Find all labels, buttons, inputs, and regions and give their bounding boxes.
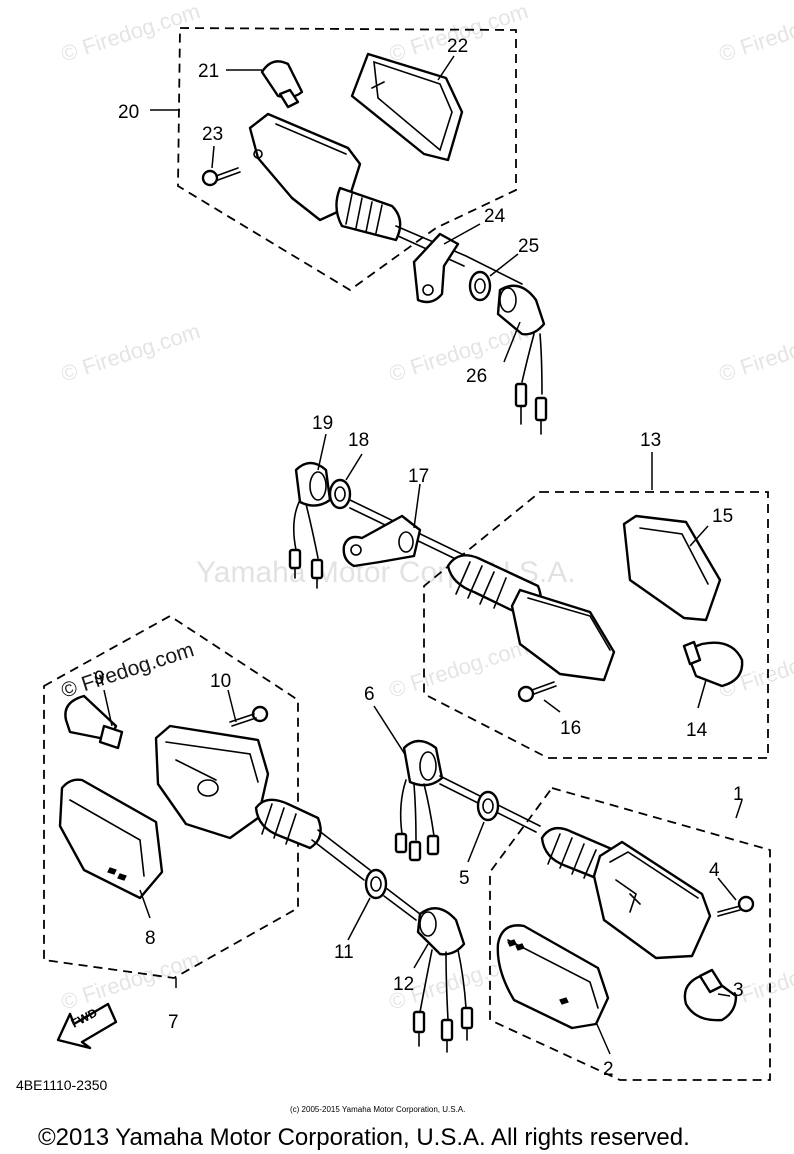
callout-10: 10 xyxy=(210,671,231,692)
screw-4 xyxy=(717,895,755,917)
callout-19: 19 xyxy=(312,413,333,434)
callout-20: 20 xyxy=(118,102,139,123)
housing-1 xyxy=(592,840,712,960)
lens-15 xyxy=(622,514,722,622)
leader-lines xyxy=(103,55,743,1055)
callout-4: 4 xyxy=(709,860,720,881)
callout-3: 3 xyxy=(733,980,744,1001)
bracket-17 xyxy=(342,514,422,568)
callout-8: 8 xyxy=(145,928,156,949)
watermark-text: © Firedog.com xyxy=(716,318,794,386)
callout-17: 17 xyxy=(408,466,429,487)
fwd-arrow-icon: FWD xyxy=(56,1002,118,1050)
watermark-text: © Firedog.com xyxy=(58,0,203,67)
callout-13: 13 xyxy=(640,430,661,451)
callout-14: 14 xyxy=(686,720,708,741)
stem-7 xyxy=(254,798,371,881)
callout-15: 15 xyxy=(712,506,733,527)
socket-26 xyxy=(496,284,546,336)
footer-copyright: ©2013 Yamaha Motor Corporation, U.S.A. A… xyxy=(38,1124,690,1151)
turn-signal-assembly-13 xyxy=(288,461,744,703)
grommet-25 xyxy=(468,270,492,302)
watermark-text: © Firedog.com xyxy=(58,638,196,703)
stem-20 xyxy=(335,186,523,285)
group-box-1 xyxy=(489,786,771,1081)
lens-8 xyxy=(58,778,164,900)
watermark-text: © Firedog.com xyxy=(716,0,794,67)
turn-signal-assembly-20 xyxy=(201,52,548,435)
grommet-11 xyxy=(364,868,421,921)
bulb-9 xyxy=(64,694,124,750)
lens-22 xyxy=(350,52,464,162)
callout-21: 21 xyxy=(198,61,219,82)
callout-12: 12 xyxy=(393,974,414,995)
callout-18: 18 xyxy=(348,430,369,451)
callout-24: 24 xyxy=(484,206,506,227)
callout-16: 16 xyxy=(560,718,581,739)
housing-20 xyxy=(248,112,362,222)
screw-16 xyxy=(517,681,557,703)
group-box-13 xyxy=(423,491,769,759)
callout-22: 22 xyxy=(447,36,468,57)
turn-signal-assembly-7 xyxy=(58,694,474,1053)
grommet-5 xyxy=(476,790,500,822)
callout-1: 1 xyxy=(733,784,744,805)
watermark-text: © Firedog.com xyxy=(386,634,531,702)
housing-13 xyxy=(510,588,616,682)
socket-6 xyxy=(394,739,541,862)
small-copyright: (c) 2005-2015 Yamaha Motor Corporation, … xyxy=(290,1105,465,1114)
watermark-text: © Firedog.com xyxy=(58,318,203,386)
callout-7: 7 xyxy=(168,1012,179,1033)
screw-23 xyxy=(201,167,241,187)
watermark-text: © Firedog.com xyxy=(58,946,203,1014)
callout-2: 2 xyxy=(603,1059,614,1080)
turn-signal-assembly-1 xyxy=(496,826,755,1030)
watermark-text: © Firedog.com xyxy=(386,318,531,386)
lens-2 xyxy=(496,924,610,1030)
callout-numbers: 1 2 3 4 5 6 7 8 9 10 11 12 13 14 15 16 1… xyxy=(94,36,744,1080)
socket-19 xyxy=(288,461,332,589)
callout-26: 26 xyxy=(466,366,487,387)
bulb-3 xyxy=(683,968,738,1022)
bulb-21 xyxy=(260,60,304,109)
wires-26 xyxy=(514,333,548,435)
bulb-14 xyxy=(682,640,744,688)
callout-5: 5 xyxy=(459,868,470,889)
bracket-24 xyxy=(412,232,460,304)
callout-23: 23 xyxy=(202,124,223,145)
diagram-code: 4BE1110-2350 xyxy=(16,1077,108,1093)
callout-9: 9 xyxy=(94,668,105,689)
callout-11: 11 xyxy=(334,942,354,963)
callout-6: 6 xyxy=(364,684,375,705)
socket-12 xyxy=(412,907,474,1053)
group-box-20 xyxy=(177,27,517,292)
callout-25: 25 xyxy=(518,236,539,257)
housing-7 xyxy=(154,724,270,840)
screw-10 xyxy=(229,705,269,727)
